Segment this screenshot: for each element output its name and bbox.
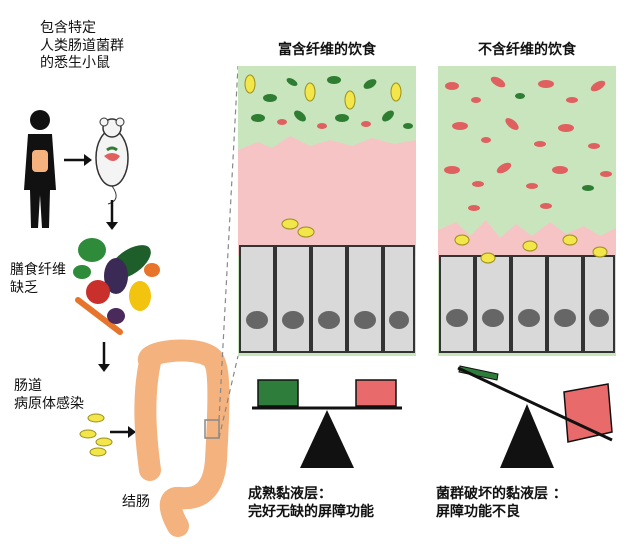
- colon-label: 结肠: [122, 494, 150, 510]
- balance-poor: [457, 365, 613, 468]
- infection-label: 肠道 病原体感染: [14, 378, 84, 412]
- colon-illustration: [134, 339, 230, 537]
- vegetables-illustration: [73, 238, 160, 335]
- poor-title: 不含纤维的饮食: [478, 42, 576, 58]
- poor-panel: [438, 66, 616, 356]
- rich-title: 富含纤维的饮食: [278, 42, 376, 58]
- bacteria-poor: [444, 76, 612, 264]
- arrow-right-icon: [64, 154, 92, 166]
- rich-caption: 成熟黏液层： 完好无缺的屏障功能: [248, 486, 374, 520]
- poor-caption: 菌群破坏的黏液层 ： 屏障功能不良: [436, 486, 567, 520]
- mouse-figure: [95, 117, 129, 205]
- rich-panel: [238, 66, 416, 356]
- pathogen-cluster: [79, 413, 113, 457]
- mouse-label: 包含特定 人类肠道菌群 的悉生小鼠: [40, 20, 124, 71]
- epithelial-cells: [239, 245, 415, 353]
- bacteria-rich: [244, 74, 413, 238]
- epithelial-cells-2: [439, 255, 615, 353]
- balance-rich: [252, 379, 402, 468]
- arrow-down-icon-2: [98, 342, 110, 372]
- arrow-down-icon: [106, 200, 118, 230]
- watermark: 头条 @伍妈说营养: [500, 518, 609, 533]
- human-figure: [24, 110, 56, 228]
- fiber-label: 膳食纤维 缺乏: [10, 262, 66, 296]
- arrow-right-icon-2: [110, 426, 136, 438]
